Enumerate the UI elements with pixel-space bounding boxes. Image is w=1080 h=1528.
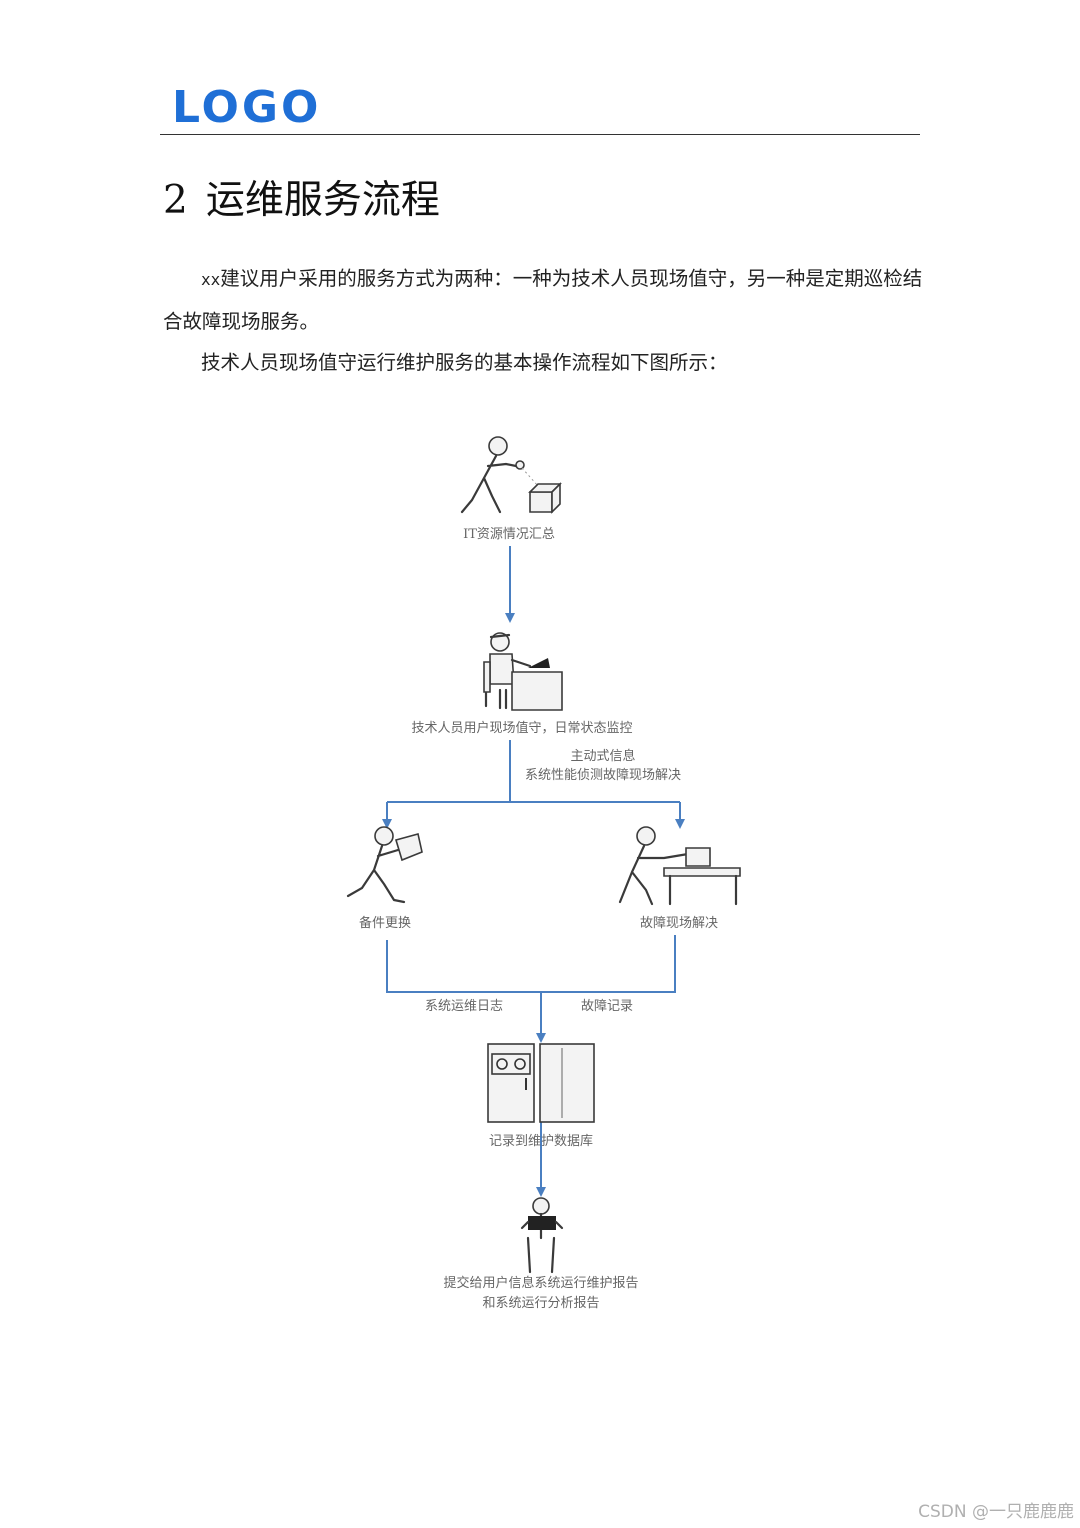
report-presenter-icon [520,1197,564,1274]
technician-desk-icon [483,632,563,711]
logo: LOGO [172,82,322,133]
watermark: CSDN @一只鹿鹿鹿 [918,1502,1074,1522]
final-step-line2: 和系统运行分析报告 [482,1296,599,1311]
branch-note-line1: 主动式信息 [570,748,635,764]
left-merge-label: 系统运维日志 [425,999,503,1014]
section-title: 运维服务流程 [205,178,440,223]
inspector-icon [460,436,562,514]
db-step-label: 记录到维护数据库 [489,1133,593,1149]
paragraph-flow-intro: 技术人员现场值守运行维护服务的基本操作流程如下图所示： [201,351,728,374]
right-step-label: 故障现场解决 [640,916,718,931]
merge-lines [386,935,676,993]
paragraph-service-modes: xx建议用户采用的服务方式为两种：一种为技术人员现场值守，另一种是定期巡检结合故… [163,258,923,343]
spare-parts-icon [346,826,423,904]
section-heading: 2 运维服务流程 [163,175,440,227]
step2-label: 技术人员用户现场值守，日常状态监控 [411,720,632,736]
branch-note-line2: 系统性能侦测故障现场解决 [525,768,681,783]
company-placeholder: xx [201,270,221,289]
section-number: 2 [163,178,188,223]
final-step-line1: 提交给用户信息系统运行维护报告 [443,1275,638,1291]
step1-label: IT资源情况汇总 [463,527,555,542]
database-server-icon [487,1043,595,1123]
right-merge-label: 故障记录 [581,999,633,1014]
paragraph-service-modes-text: 建议用户采用的服务方式为两种：一种为技术人员现场值守，另一种是定期巡检结合故障现… [163,267,923,333]
header-divider [160,134,920,135]
left-step-label: 备件更换 [359,915,411,931]
field-repair-icon [618,826,741,906]
